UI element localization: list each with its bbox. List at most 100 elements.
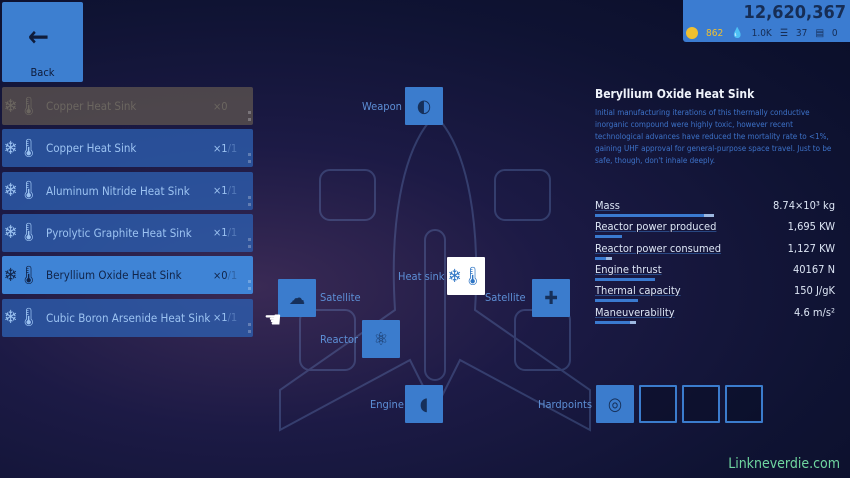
cards-count: 0 xyxy=(831,27,838,39)
heatsink-slot[interactable]: ❄🌡 xyxy=(447,257,485,295)
satellite-left-slot[interactable]: ☁ xyxy=(278,279,316,317)
stat-value: 150 J/gK xyxy=(793,284,835,298)
stat-bar xyxy=(595,214,705,217)
stat-label: Engine thrust xyxy=(595,262,662,276)
heatsink-thermometer-icon: ❄🌡 xyxy=(3,222,41,244)
engine-label: Engine xyxy=(370,398,404,411)
item-owned: ×1 xyxy=(213,311,228,324)
item-owned: ×1 xyxy=(213,226,228,240)
heatsink-thermometer-icon: ❄🌡 xyxy=(447,265,485,287)
engine-icon: ◖ xyxy=(419,393,429,415)
pointer-hand-icon: ☚ xyxy=(264,308,282,333)
stat-bar xyxy=(595,235,622,239)
item-detail: Beryllium Oxide Heat Sink Initial manufa… xyxy=(595,87,835,167)
stat-row: Mass 8.74×10³ kg xyxy=(595,199,835,219)
satellite-icon: ✚ xyxy=(544,287,558,309)
item-count: ×1/1 xyxy=(213,184,253,197)
item-name: Copper Heat Sink xyxy=(46,99,137,113)
stat-bar xyxy=(595,256,607,260)
item-name: Aluminum Nitride Heat Sink xyxy=(46,183,190,198)
hardpoint-slot-empty[interactable] xyxy=(725,385,763,423)
satellite-left-label: Satellite xyxy=(320,291,361,304)
back-label: Back xyxy=(30,66,55,79)
cards-icon: ▤ xyxy=(815,27,824,39)
stat-bar-delta xyxy=(606,256,612,260)
target-icon: ◎ xyxy=(607,393,623,415)
item-max: /1 xyxy=(227,141,238,155)
list-item[interactable]: ❄🌡 Copper Heat Sink ×0 xyxy=(2,87,253,125)
stat-label: Mass xyxy=(595,199,620,212)
stat-bar-delta xyxy=(630,320,636,324)
item-owned: ×0 xyxy=(213,268,228,282)
item-max: /1 xyxy=(227,311,238,324)
weapon-icon: ◐ xyxy=(416,95,432,117)
weapon-slot[interactable]: ◐ xyxy=(405,87,443,125)
stat-value: 40167 N xyxy=(792,262,835,276)
keys-count: 862 xyxy=(706,27,724,39)
stat-row: Thermal capacity 150 J/gK xyxy=(595,284,835,304)
arrow-left-icon: ← xyxy=(28,20,50,53)
heatsink-thermometer-icon: ❄🌡 xyxy=(3,307,41,328)
stat-value: 4.6 m/s² xyxy=(794,305,835,319)
engine-slot[interactable]: ◖ xyxy=(405,385,443,423)
detail-description: Initial manufacturing iterations of this… xyxy=(595,108,832,165)
watermark: Linkneverdie.com xyxy=(728,456,840,472)
drag-handle-icon xyxy=(248,237,251,248)
currency-panel: 12,620,367 862 💧1.0K ☰37 ▤0 xyxy=(683,0,850,42)
hardpoint-slot[interactable]: ◎ xyxy=(596,385,634,423)
heatsink-thermometer-icon: ❄🌡 xyxy=(3,137,41,159)
list-item[interactable]: ❄🌡 Aluminum Nitride Heat Sink ×1/1 xyxy=(2,171,253,210)
list-item[interactable]: ❄🌡Copper Heat Sink×1/1 xyxy=(2,129,253,168)
weapon-label: Weapon xyxy=(362,100,402,113)
stat-bar xyxy=(595,277,656,281)
reactor-slot[interactable]: ⚛ xyxy=(362,320,400,358)
item-count: ×1/1 xyxy=(213,142,253,155)
list-item[interactable]: ❄🌡 Cubic Boron Arsenide Heat Sink×1/1 xyxy=(2,298,253,337)
stat-row: Reactor power produced 1,695 KW xyxy=(595,220,835,240)
drag-handle-icon xyxy=(248,280,251,291)
reactor-label: Reactor xyxy=(320,333,358,346)
stat-value: 1,695 KW xyxy=(787,220,835,234)
item-max: /1 xyxy=(227,184,238,198)
item-max: /1 xyxy=(227,268,238,282)
atom-icon: ⚛ xyxy=(373,328,389,350)
drag-handle-icon xyxy=(248,153,251,164)
list-item[interactable]: ❄🌡 Pyrolytic Graphite Heat Sink ×1/1 xyxy=(2,213,253,252)
stat-bar-delta xyxy=(704,214,714,217)
heatsink-thermometer-icon: ❄🌡 xyxy=(3,95,41,117)
item-count: ×0/1 xyxy=(213,269,253,282)
stat-value: 8.74×10³ kg xyxy=(772,199,835,212)
list-item[interactable]: ❄🌡Beryllium Oxide Heat Sink×0/1 xyxy=(2,256,253,295)
detail-title: Beryllium Oxide Heat Sink xyxy=(595,87,755,101)
item-owned: ×1 xyxy=(213,184,228,198)
stat-label: Maneuverability xyxy=(595,305,675,319)
hardpoint-slot-empty[interactable] xyxy=(639,385,677,423)
satellite-icon: ☁ xyxy=(288,287,306,309)
item-max: /1 xyxy=(227,226,238,240)
hardpoints-label: Hardpoints xyxy=(538,398,593,411)
satellite-right-slot[interactable]: ✚ xyxy=(532,279,570,317)
credits: 12,620,367 xyxy=(743,2,846,23)
drag-handle-icon xyxy=(248,322,251,333)
heatsink-thermometer-icon: ❄🌡 xyxy=(3,180,41,202)
back-button[interactable]: ← Back xyxy=(2,2,83,82)
hardpoint-slot-empty[interactable] xyxy=(682,385,720,423)
key-icon xyxy=(686,27,698,39)
item-count: ×1/1 xyxy=(213,311,253,324)
stat-row: Engine thrust 40167 N xyxy=(595,263,835,283)
stat-bar xyxy=(595,320,630,324)
crew-count: 37 xyxy=(795,27,808,39)
stat-label: Reactor power consumed xyxy=(595,241,722,255)
stat-row: Maneuverability 4.6 m/s² xyxy=(595,306,835,326)
item-name: Cubic Boron Arsenide Heat Sink xyxy=(46,310,211,325)
stat-label: Reactor power produced xyxy=(595,220,717,234)
stat-value: 1,127 KW xyxy=(787,241,835,255)
item-count: ×1/1 xyxy=(213,226,253,239)
item-owned: ×1 xyxy=(213,141,228,155)
stat-row: Reactor power consumed 1,127 KW xyxy=(595,242,835,262)
crew-icon: ☰ xyxy=(779,27,788,39)
fuel-count: 1.0K xyxy=(751,27,772,39)
item-owned: ×0 xyxy=(213,99,228,113)
stat-label: Thermal capacity xyxy=(595,284,681,298)
item-name: Pyrolytic Graphite Heat Sink xyxy=(46,225,192,240)
